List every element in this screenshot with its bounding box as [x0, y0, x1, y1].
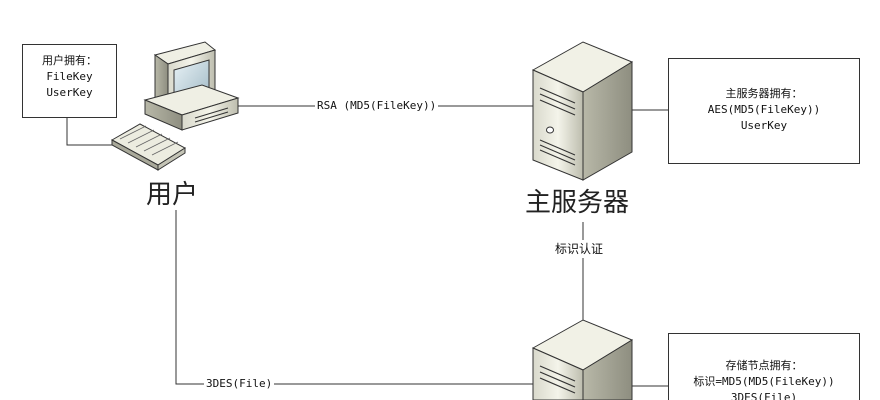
user-box-connector — [66, 118, 118, 146]
main-server-info-box: 主服务器拥有： AES(MD5(FileKey)) UserKey — [668, 58, 860, 164]
edge-label-main-storage: 标识认证 — [553, 240, 606, 258]
edge-user-storage — [175, 210, 536, 385]
storage-box-line-1: 存储节点拥有： — [725, 359, 803, 372]
desktop-computer-icon — [110, 41, 240, 171]
main-server-icon — [531, 41, 634, 181]
edge-label-user-main: RSA (MD5(FileKey)) — [315, 99, 439, 113]
main-box-line-3: UserKey — [740, 119, 788, 132]
storage-node-info-box: 存储节点拥有： 标识=MD5(MD5(FileKey)) 3DES(File) — [668, 333, 860, 400]
storage-node-icon — [531, 319, 634, 400]
main-box-line-2: AES(MD5(FileKey)) — [707, 103, 821, 116]
main-server-title: 主服务器 — [525, 188, 630, 218]
user-box-line-1: 用户拥有： — [42, 54, 97, 67]
main-box-line-1: 主服务器拥有： — [725, 87, 803, 100]
user-info-box: 用户拥有： FileKey UserKey — [22, 44, 117, 118]
edge-label-user-storage: 3DES(File) — [204, 377, 275, 391]
storage-box-line-2: 标识=MD5(MD5(FileKey)) — [693, 375, 835, 388]
storage-box-line-3: 3DES(File) — [730, 391, 798, 400]
user-box-line-3: UserKey — [46, 86, 93, 99]
user-title: 用户 — [146, 180, 199, 210]
user-box-line-2: FileKey — [46, 70, 93, 83]
